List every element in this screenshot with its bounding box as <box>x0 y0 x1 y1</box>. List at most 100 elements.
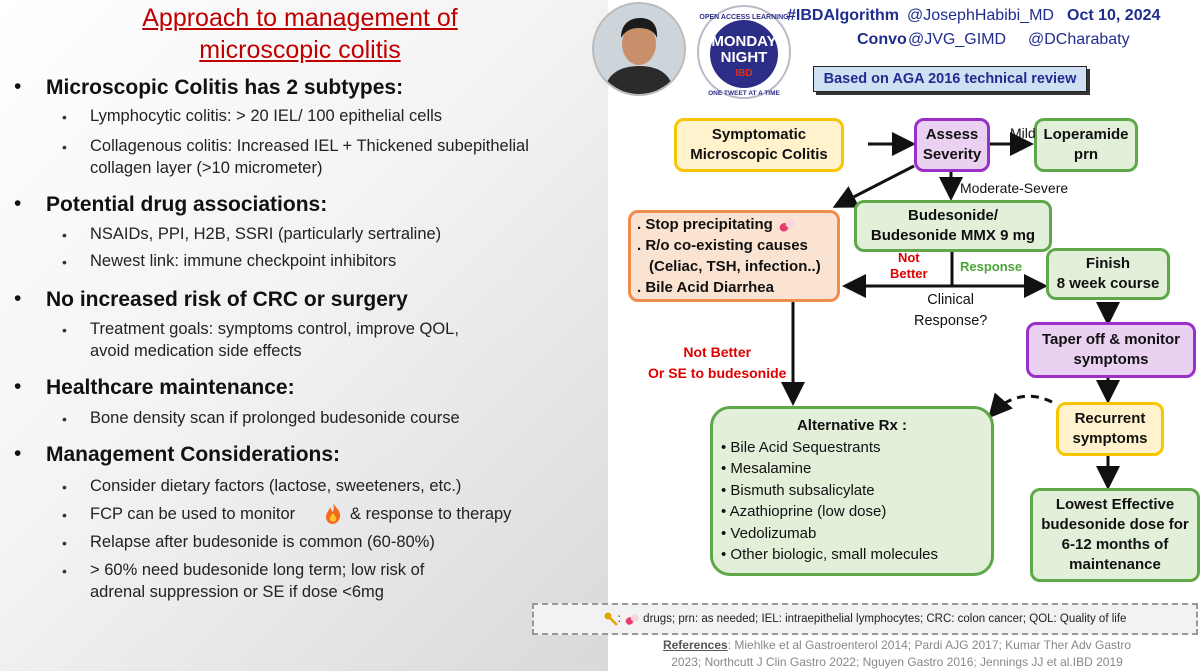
sub-bullet-icon: • <box>62 322 67 338</box>
box-text: symptoms <box>1073 351 1149 368</box>
box-text: Assess <box>925 126 979 143</box>
person-icon <box>594 4 684 94</box>
legend-text: drugs; prn: as needed; IEL: intraepithel… <box>643 613 1127 625</box>
monday-night-ibd-logo: OPEN ACCESS LEARNING MONDAY NIGHT IBD ON… <box>697 5 791 99</box>
list-item: Bone density scan if prolonged budesonid… <box>90 409 460 427</box>
logo-night: NIGHT <box>721 49 768 66</box>
left-panel <box>0 0 608 671</box>
mild-label: Mild <box>1010 125 1036 141</box>
moderate-severe-label: Moderate-Severe <box>960 180 1069 196</box>
list-item: Vedolizumab <box>730 524 817 542</box>
sub-bullet-icon: • <box>62 507 67 523</box>
section-heading: No increased risk of CRC or surgery <box>46 288 408 311</box>
bullet-icon: • <box>14 75 22 98</box>
bullet-icon: • <box>14 375 22 398</box>
source-banner: Based on AGA 2016 technical review <box>813 66 1087 92</box>
budesonide-box: Budesonide/ Budesonide MMX 9 mg <box>854 200 1052 252</box>
bullet-icon: • <box>14 192 22 215</box>
pill-icon <box>779 219 795 231</box>
references-text: 2023; Northcutt J Clin Gastro 2022; Nguy… <box>671 655 1123 669</box>
box-text: (Celiac, TSH, infection..) <box>649 258 821 275</box>
label-text: Clinical <box>927 292 975 308</box>
hashtag: #IBDAlgorithm <box>787 7 899 24</box>
sub-bullet-icon: • <box>62 563 67 579</box>
twitter-handle[interactable]: @JosephHabibi_MD <box>907 7 1054 24</box>
box-text: budesonide dose for <box>1041 516 1189 533</box>
references: References: Miehlke et al Gastroenterol … <box>600 637 1194 671</box>
label-text: Better <box>890 266 928 281</box>
box-text: Loperamide <box>1043 126 1129 143</box>
list-item: adrenal suppression or SE if dose <6mg <box>90 583 384 601</box>
alternative-rx-box: Alternative Rx : • Bile Acid Sequestrant… <box>710 406 994 576</box>
section-heading: Healthcare maintenance: <box>46 376 295 399</box>
sub-bullet-icon: • <box>62 254 67 270</box>
logo-bottom-text: ONE TWEET AT A TIME <box>708 90 780 97</box>
fire-icon <box>326 503 341 524</box>
symptomatic-box: Symptomatic Microscopic Colitis <box>674 118 844 172</box>
box-text: Severity <box>922 146 982 163</box>
dashed-arrow-to-alternative <box>988 392 1053 419</box>
box-text: . Bile Acid Diarrhea <box>637 279 774 296</box>
label-text: Not <box>897 250 920 265</box>
loperamide-box: Loperamide prn <box>1034 118 1138 172</box>
box-text: Recurrent <box>1074 410 1146 427</box>
sub-bullet-icon: • <box>62 227 67 243</box>
box-text: Symptomatic <box>711 126 807 143</box>
stop-precipitating-box: . Stop precipitating . R/o co-existing c… <box>628 210 840 302</box>
sub-bullet-icon: • <box>62 479 67 495</box>
clinical-response-label: Clinical Response? <box>914 290 987 332</box>
list-item: Lymphocytic colitis: > 20 IEL/ 100 epith… <box>90 107 443 125</box>
list-item: > 60% need budesonide long term; low ris… <box>90 561 425 579</box>
twitter-handle[interactable]: @DCharabaty <box>1028 31 1130 48</box>
box-text: Lowest Effective <box>1055 496 1175 513</box>
convo-label: Convo <box>857 31 907 48</box>
box-text: Taper off & monitor <box>1041 331 1181 348</box>
taper-off-box: Taper off & monitor symptoms <box>1026 322 1196 378</box>
list-item: Collagenous colitis: Increased IEL + Thi… <box>90 137 529 155</box>
list-item: collagen layer (>10 micrometer) <box>90 159 323 177</box>
section-heading: Management Considerations: <box>46 443 341 466</box>
avatar <box>592 2 686 96</box>
box-text: Finish <box>1085 255 1131 272</box>
flow-arrows <box>781 132 1120 490</box>
page-title-line2: microscopic colitis <box>199 36 401 64</box>
response-label: Response <box>960 259 1023 274</box>
list-item: avoid medication side effects <box>90 342 302 360</box>
recurrent-symptoms-box: Recurrent symptoms <box>1056 402 1164 456</box>
twitter-handle[interactable]: @JVG_GIMD <box>908 31 1007 48</box>
lowest-effective-dose-box: Lowest Effective budesonide dose for 6-1… <box>1030 488 1200 582</box>
bullet-icon: • <box>14 287 22 310</box>
page-title-line1: Approach to management of <box>142 4 458 32</box>
sub-bullet-icon: • <box>62 109 67 125</box>
sub-bullet-icon: • <box>62 139 67 155</box>
logo-monday: MONDAY <box>711 33 776 50</box>
box-title: Alternative Rx : <box>796 417 908 434</box>
list-item: Mesalamine <box>730 460 812 477</box>
list-item: Consider dietary factors (lactose, sweet… <box>90 477 462 495</box>
list-item: Bismuth subsalicylate <box>730 481 875 499</box>
finish-course-box: Finish 8 week course <box>1046 248 1170 300</box>
not-better-se-label: Not Better Or SE to budesonide <box>648 342 786 384</box>
list-item: Azathioprine (low dose) <box>729 503 887 520</box>
label-text: Or SE to budesonide <box>648 365 787 381</box>
box-text: maintenance <box>1069 556 1161 573</box>
flowchart: Based on AGA 2016 technical review Sympt… <box>608 0 1200 671</box>
box-text: 6-12 months of <box>1061 536 1169 553</box>
sub-bullet-icon: • <box>62 535 67 551</box>
box-text: . Stop precipitating <box>637 216 773 233</box>
assess-severity-box: Assess Severity <box>914 118 990 172</box>
list-item: Relapse after budesonide is common (60-8… <box>90 533 435 551</box>
arrow-to-stop <box>832 164 915 208</box>
references-label: References <box>662 638 728 652</box>
list-item: Treatment goals: symptoms control, impro… <box>90 320 459 338</box>
box-text: . R/o co-existing causes <box>637 237 808 254</box>
box-text: prn <box>1073 146 1099 163</box>
box-text: symptoms <box>1072 430 1148 447</box>
list-item: Bile Acid Sequestrants <box>730 438 881 456</box>
list-item: FCP can be used to monitor <box>90 505 296 523</box>
pill-icon <box>625 614 639 625</box>
not-better-label: Not Better <box>890 250 928 282</box>
key-icon <box>604 612 618 626</box>
label-text: Response? <box>914 313 988 329</box>
list-item-continued: & response to therapy <box>350 505 512 523</box>
